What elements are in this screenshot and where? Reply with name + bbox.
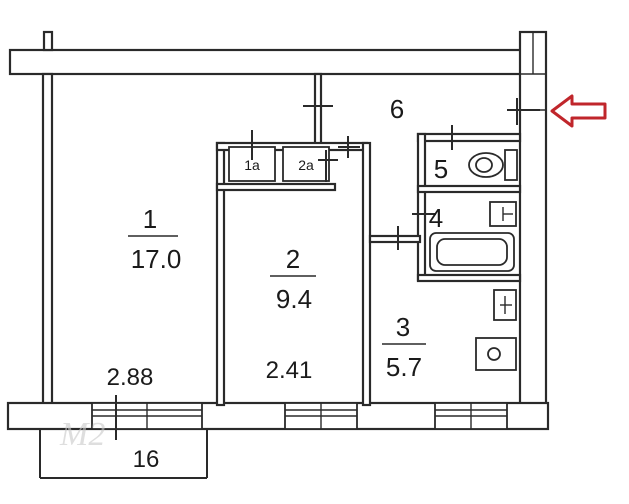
room5-number: 5 xyxy=(434,154,448,184)
room2-bottom-of-closets xyxy=(215,182,337,192)
closet-2a-label: 2a xyxy=(298,157,314,173)
room2-number: 2 xyxy=(286,244,300,274)
stove-icon xyxy=(475,337,517,371)
bath-block-top-wall xyxy=(416,132,522,143)
window-kitchen xyxy=(434,402,508,430)
window-room1 xyxy=(91,402,203,430)
ceiling-height-2: 2.41 xyxy=(266,357,313,384)
entrance-arrow-icon xyxy=(550,94,607,128)
room4-number: 4 xyxy=(429,203,443,233)
left-wall xyxy=(41,72,54,406)
bath-block-left-wall xyxy=(416,132,427,282)
bathtub-icon xyxy=(429,232,515,272)
room3-number: 3 xyxy=(396,312,410,342)
top-wall xyxy=(8,48,547,76)
sink-icon xyxy=(489,201,517,227)
toilet-bottom-wall xyxy=(416,184,522,194)
balcony-label: 16 xyxy=(133,446,160,473)
left-top-post xyxy=(42,30,54,52)
closet-1a-label: 1a xyxy=(244,157,260,173)
room2-area: 9.4 xyxy=(276,284,312,314)
ceiling-height-1: 2.88 xyxy=(107,364,154,391)
window-room2 xyxy=(284,402,358,430)
corridor-to-bath-wall xyxy=(368,234,422,244)
room2-right-wall xyxy=(361,141,372,407)
watermark: M2 xyxy=(59,416,105,453)
right-wall xyxy=(518,30,548,414)
bath-block-bottom-wall xyxy=(416,273,522,283)
kitchen-sink-icon xyxy=(493,289,517,321)
balcony xyxy=(39,395,208,479)
corridor-partition xyxy=(313,72,323,146)
room2-left-wall xyxy=(215,141,226,407)
room3-area: 5.7 xyxy=(386,352,422,382)
room1-area: 17.0 xyxy=(131,244,182,274)
room6-number: 6 xyxy=(390,94,404,124)
closet-2a xyxy=(282,146,330,182)
toilet-icon xyxy=(468,149,518,181)
room1-number: 1 xyxy=(143,204,157,234)
